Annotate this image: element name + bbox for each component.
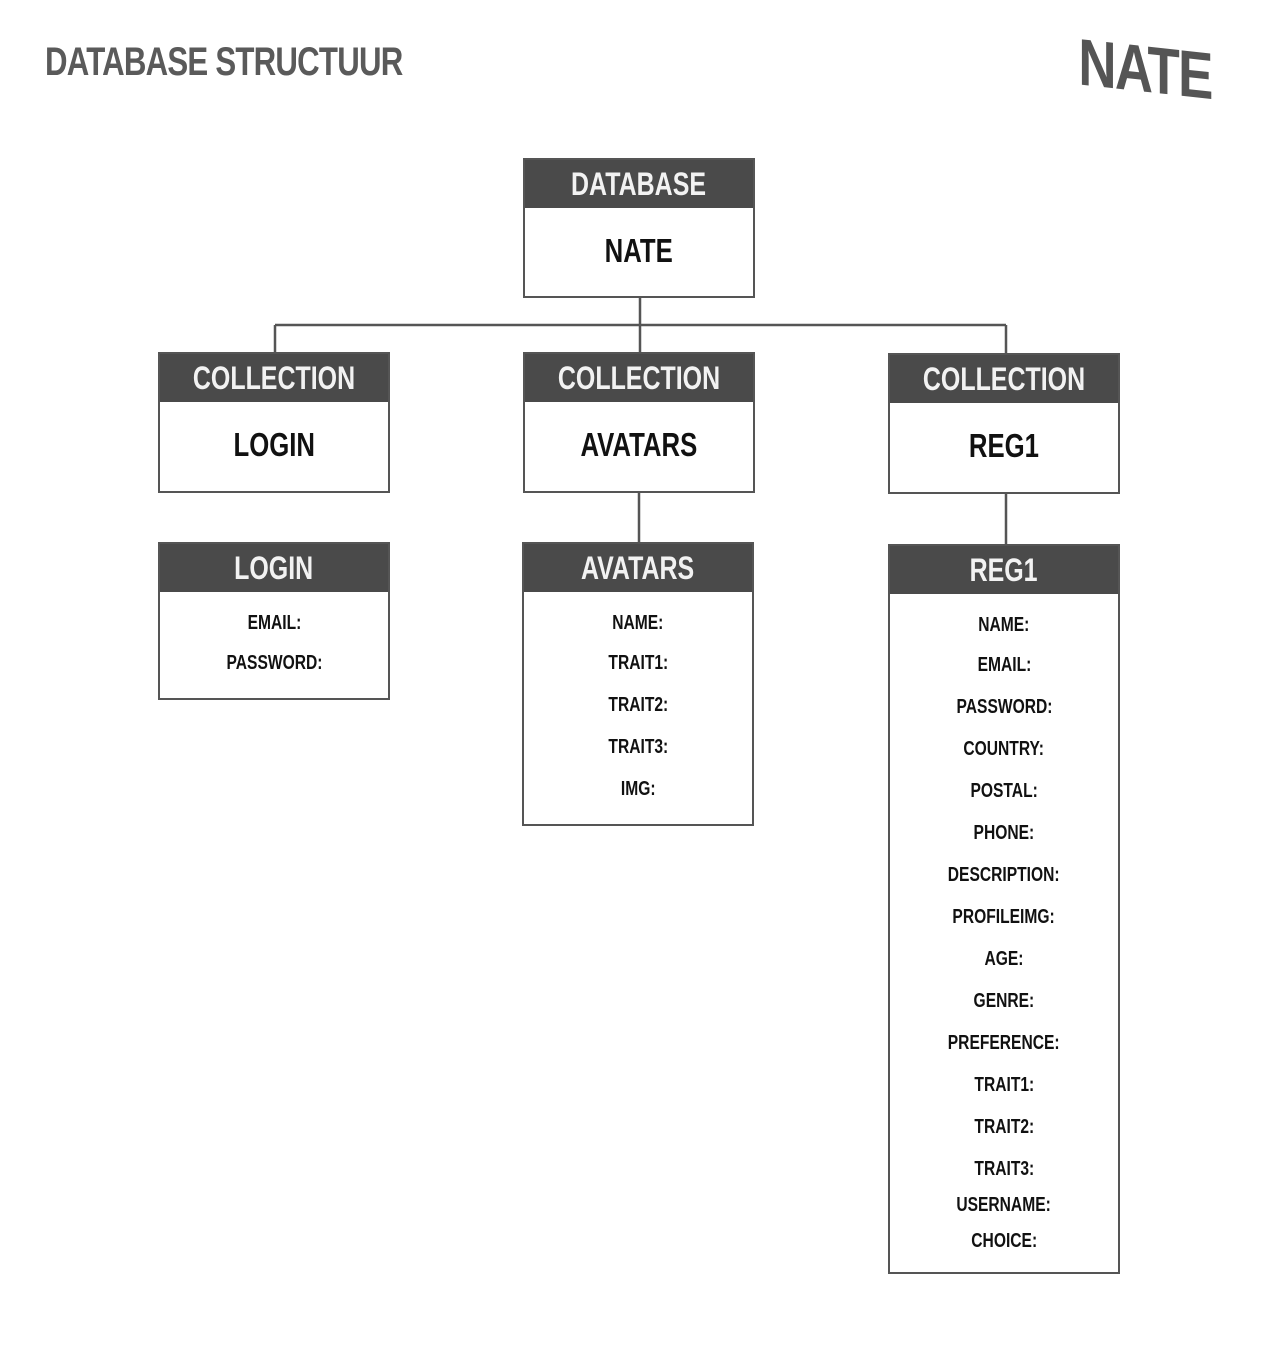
field-description: DESCRIPTION: [948,864,1060,886]
field-trait3: TRAIT3: [608,736,668,758]
field-profileimg: PROFILEIMG: [952,906,1056,928]
database-header: DATABASE [525,160,753,208]
schema-box-login: LOGIN EMAIL: PASSWORD: [158,542,390,700]
collection-box-login: COLLECTION LOGIN [158,352,390,493]
schema-header: REG1 [890,546,1118,594]
field-username: USERNAME: [956,1194,1052,1216]
field-phone: PHONE: [973,822,1035,844]
collection-name: AVATARS [580,426,698,463]
field-password: PASSWORD: [226,652,322,674]
field-img: IMG: [620,778,656,800]
field-trait1: TRAIT1: [974,1074,1034,1096]
database-name: NATE [604,232,674,269]
page-title: DATABASE STRUCTUUR [45,40,403,84]
field-postal: POSTAL: [970,780,1038,802]
field-password: PASSWORD: [956,696,1052,718]
collection-box-avatars: COLLECTION AVATARS [523,352,755,493]
field-age: AGE: [984,948,1024,970]
field-trait2: TRAIT2: [608,694,668,716]
schema-header: AVATARS [524,544,752,592]
schema-box-reg1: REG1 NAME: EMAIL: PASSWORD: COUNTRY: POS… [888,544,1120,1274]
field-trait3: TRAIT3: [974,1158,1034,1180]
collection-box-reg1: COLLECTION REG1 [888,353,1120,494]
field-country: COUNTRY: [963,738,1045,760]
collection-header: COLLECTION [525,354,753,402]
field-genre: GENRE: [973,990,1035,1012]
collection-header: COLLECTION [890,355,1118,403]
collection-header: COLLECTION [160,354,388,402]
field-email: EMAIL: [977,654,1031,676]
schema-header: LOGIN [160,544,388,592]
field-preference: PREFERENCE: [948,1032,1060,1054]
field-choice: CHOICE: [971,1230,1037,1252]
field-email: EMAIL: [247,612,301,634]
field-trait1: TRAIT1: [608,652,668,674]
collection-name: REG1 [968,427,1040,464]
field-name: NAME: [978,614,1030,636]
schema-box-avatars: AVATARS NAME: TRAIT1: TRAIT2: TRAIT3: IM… [522,542,754,826]
field-trait2: TRAIT2: [974,1116,1034,1138]
database-box: DATABASE NATE [523,158,755,298]
collection-name: LOGIN [233,426,315,463]
field-name: NAME: [612,612,664,634]
